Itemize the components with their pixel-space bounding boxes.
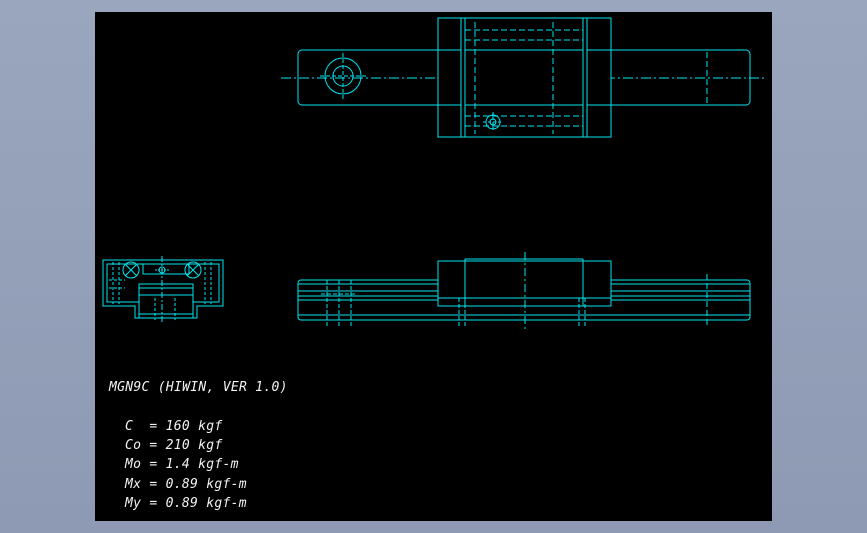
spec-line-mx: Mx = 0.89 kgf-m <box>125 477 247 492</box>
cad-drawing-canvas: MGN9C (HIWIN, VER 1.0) C = 160 kgf Co = … <box>95 12 772 521</box>
spec-line-my: My = 0.89 kgf-m <box>125 496 247 511</box>
block-end-profile <box>102 259 224 319</box>
rail-end-section <box>138 283 194 319</box>
ball-left <box>122 261 140 279</box>
spec-line-static-load: Co = 210 kgf <box>125 438 223 453</box>
ball-right <box>184 261 202 279</box>
rail-hole-outer <box>324 57 362 95</box>
end-view <box>102 256 224 322</box>
side-view <box>297 252 751 332</box>
spec-line-dynamic-load: C = 160 kgf <box>125 419 223 434</box>
spec-line-mo: Mo = 1.4 kgf-m <box>125 457 239 472</box>
part-title: MGN9C (HIWIN, VER 1.0) <box>109 380 288 395</box>
technical-drawing <box>102 17 767 332</box>
top-view <box>281 17 767 138</box>
carriage-block-top <box>437 17 612 138</box>
